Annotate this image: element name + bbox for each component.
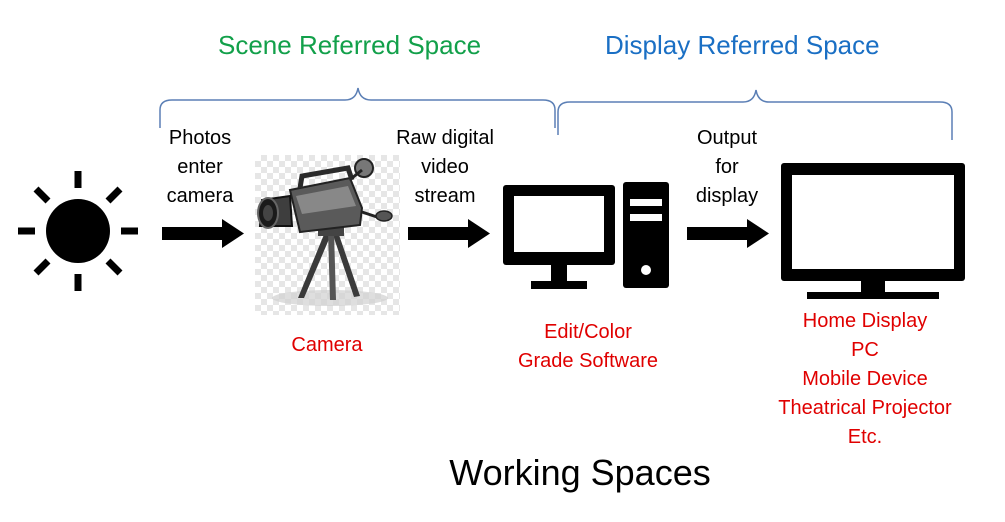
sun-icon (18, 171, 138, 291)
monitor-icon (781, 163, 965, 299)
display-devices-label: Home Display PC Mobile Device Theatrical… (778, 310, 952, 448)
scene-referred-heading: Scene Referred Space (218, 30, 482, 60)
scene-brace (159, 87, 556, 128)
photos-label: Photos enter camera (166, 127, 234, 207)
desktop-computer-icon (503, 182, 669, 289)
video-camera-icon (257, 158, 393, 306)
arrow-raw (408, 219, 490, 248)
arrow-photos (162, 219, 244, 248)
arrow-output (687, 219, 769, 248)
display-brace (557, 89, 953, 140)
display-referred-heading: Display Referred Space (605, 30, 880, 60)
diagram-title: Working Spaces (449, 452, 711, 493)
output-label: Output for display (695, 127, 759, 207)
camera-label: Camera (291, 334, 363, 356)
raw-stream-label: Raw digital video stream (396, 127, 494, 207)
software-label: Edit/Color Grade Software (517, 321, 659, 372)
